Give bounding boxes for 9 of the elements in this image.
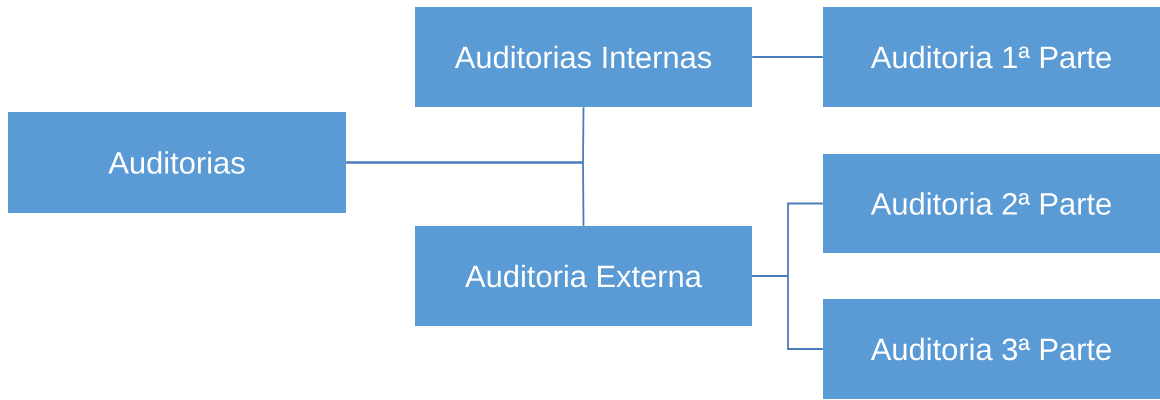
connector-line	[751, 56, 824, 58]
process-box: Auditoria 3ª Parte	[823, 299, 1160, 399]
process-box: Auditorias	[8, 112, 346, 213]
process-box: Auditorias Internas	[415, 7, 752, 107]
connector-line	[345, 161, 585, 227]
process-box: Auditoria 2ª Parte	[823, 154, 1160, 253]
connector-line	[751, 275, 824, 350]
process-box: Auditoria Externa	[415, 226, 752, 326]
process-box: Auditoria 1ª Parte	[823, 7, 1160, 107]
